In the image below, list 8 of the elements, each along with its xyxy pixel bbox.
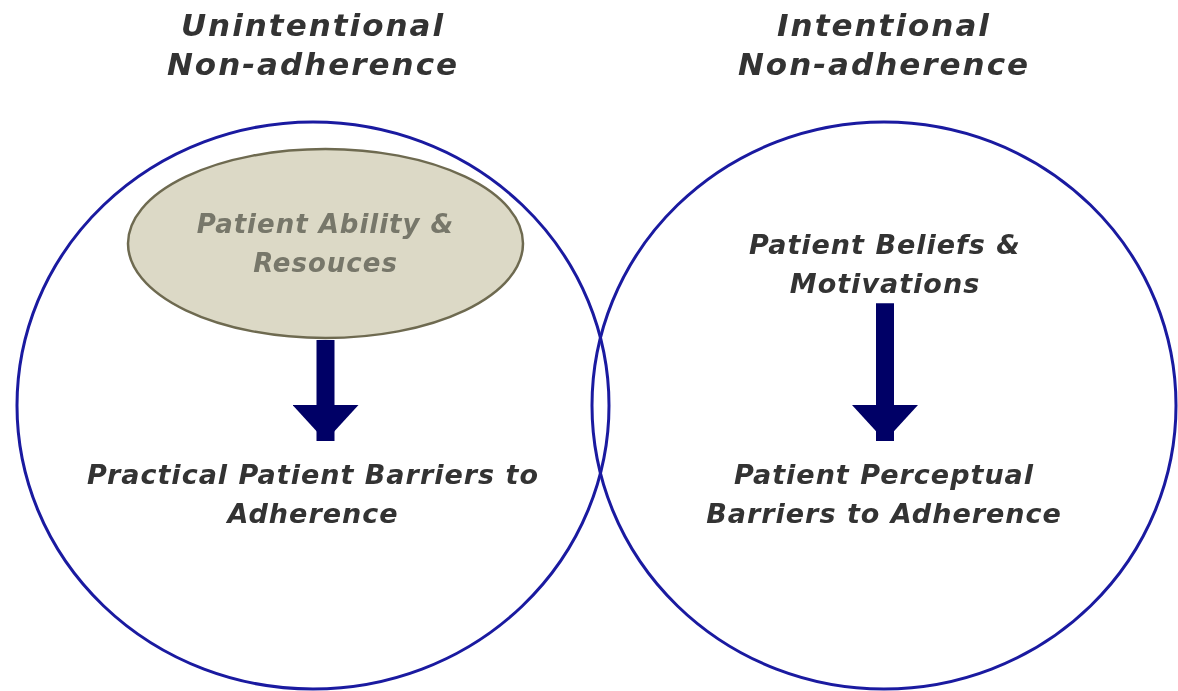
arrow	[292, 340, 359, 441]
circle-heading: Intentional Non-adherence	[736, 6, 1032, 84]
node-label: Practical Patient Barriers to Adherence	[85, 458, 541, 532]
node-label: Patient Perceptual Barriers to Adherence	[705, 458, 1063, 532]
circle-heading: Unintentional Non-adherence	[165, 6, 461, 84]
node-label: Patient Ability & Resouces	[195, 207, 456, 280]
node-label: Patient Beliefs & Motivations	[748, 228, 1022, 302]
arrow	[852, 303, 918, 441]
